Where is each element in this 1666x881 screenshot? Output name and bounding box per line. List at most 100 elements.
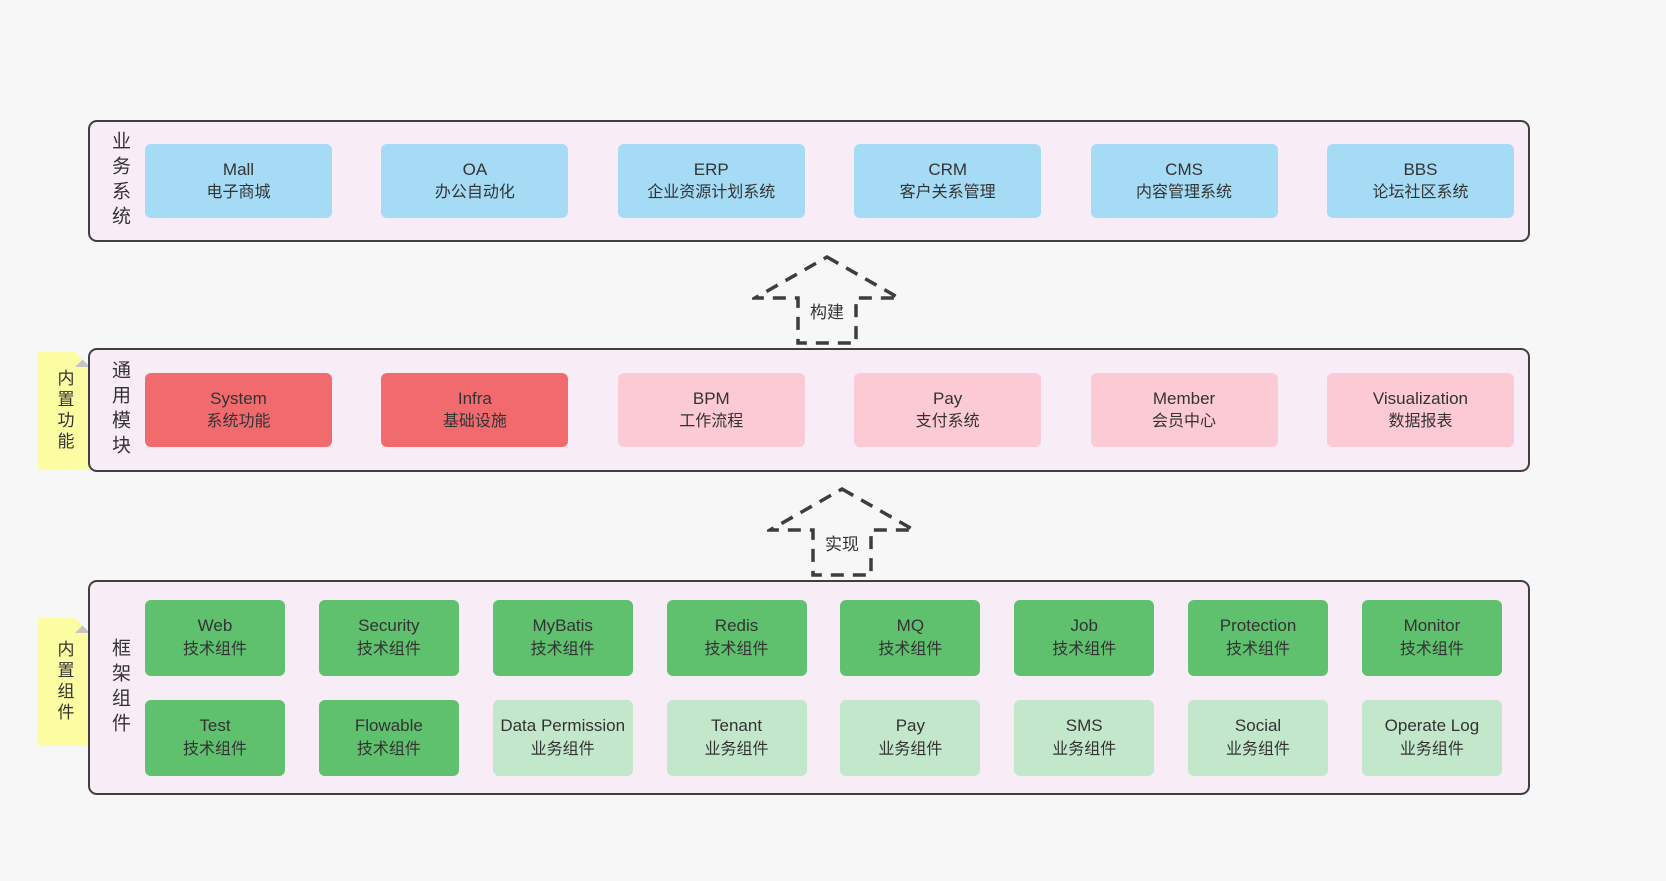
box-oa: OA 办公自动化 xyxy=(381,144,569,218)
sticky-note-built-in-features: 内置功能 xyxy=(38,352,90,470)
box-mq: MQ 技术组件 xyxy=(840,600,981,676)
modules-box-row: System 系统功能 Infra 基础设施 BPM 工作流程 Pay 支付系统… xyxy=(145,373,1514,447)
box-flowable: Flowable 技术组件 xyxy=(318,700,459,776)
box-name: MyBatis xyxy=(532,616,593,636)
section-business-systems: 业务系统 Mall 电子商城 OA 办公自动化 ERP 企业资源计划系统 CRM… xyxy=(88,120,1530,242)
box-name: OA xyxy=(462,159,488,179)
section-framework-components: 框架组件 Web 技术组件 Security 技术组件 MyBatis 技术组件… xyxy=(88,580,1530,795)
box-desc: 业务组件 xyxy=(878,741,943,759)
up-arrow-icon xyxy=(752,254,902,345)
framework-row-1: Web 技术组件 Security 技术组件 MyBatis 技术组件 Redi… xyxy=(145,600,1502,676)
box-pay-module: Pay 支付系统 xyxy=(854,373,1042,447)
section-common-modules: 通用模块 System 系统功能 Infra 基础设施 BPM 工作流程 Pay… xyxy=(88,348,1530,472)
box-name: Operate Log xyxy=(1384,716,1480,736)
box-system: System 系统功能 xyxy=(145,373,332,447)
implement-arrow: 实现 xyxy=(767,486,917,578)
box-desc: 技术组件 xyxy=(182,741,247,759)
box-visualization: Visualization 数据报表 xyxy=(1326,373,1514,447)
box-name: Mall xyxy=(222,159,255,179)
box-pay-component: Pay 业务组件 xyxy=(840,700,981,776)
box-desc: 业务组件 xyxy=(1226,741,1291,759)
box-name: Job xyxy=(1070,616,1098,636)
box-name: Social xyxy=(1234,716,1282,736)
sticky-note-text: 内置组件 xyxy=(54,640,74,724)
box-desc: 技术组件 xyxy=(356,741,421,759)
box-name: Test xyxy=(199,716,231,736)
box-tenant: Tenant 业务组件 xyxy=(666,700,807,776)
box-desc: 技术组件 xyxy=(1052,641,1117,659)
box-name: CMS xyxy=(1165,159,1203,179)
business-box-row: Mall 电子商城 OA 办公自动化 ERP 企业资源计划系统 CRM 客户关系… xyxy=(145,144,1514,218)
box-name: Tenant xyxy=(711,716,763,736)
box-name: Pay xyxy=(933,388,963,408)
box-social: Social 业务组件 xyxy=(1188,700,1329,776)
build-arrow: 构建 xyxy=(752,254,902,346)
box-redis: Redis 技术组件 xyxy=(666,600,807,676)
box-name: Infra xyxy=(457,388,492,408)
box-job: Job 技术组件 xyxy=(1014,600,1155,676)
box-desc: 内容管理系统 xyxy=(1136,183,1233,201)
box-desc: 数据报表 xyxy=(1388,412,1453,430)
box-infra: Infra 基础设施 xyxy=(381,373,569,447)
box-member: Member 会员中心 xyxy=(1090,373,1278,447)
box-name: ERP xyxy=(693,159,729,179)
box-cms: CMS 内容管理系统 xyxy=(1090,144,1278,218)
box-mybatis: MyBatis 技术组件 xyxy=(492,600,633,676)
box-name: BBS xyxy=(1403,159,1438,179)
box-desc: 技术组件 xyxy=(704,641,769,659)
box-desc: 业务组件 xyxy=(1052,741,1117,759)
box-desc: 电子商城 xyxy=(206,183,271,201)
box-test: Test 技术组件 xyxy=(145,700,285,776)
box-desc: 业务组件 xyxy=(1399,741,1464,759)
box-security: Security 技术组件 xyxy=(318,600,459,676)
box-desc: 业务组件 xyxy=(704,741,769,759)
box-sms: SMS 业务组件 xyxy=(1014,700,1155,776)
box-monitor: Monitor 技术组件 xyxy=(1361,600,1502,676)
box-name: Pay xyxy=(895,716,926,736)
up-arrow-icon xyxy=(767,486,917,577)
box-desc: 基础设施 xyxy=(442,412,507,430)
box-name: SMS xyxy=(1065,716,1103,736)
box-desc: 论坛社区系统 xyxy=(1372,183,1469,201)
box-name: Protection xyxy=(1219,616,1297,636)
box-name: CRM xyxy=(928,159,968,179)
box-desc: 客户关系管理 xyxy=(899,183,996,201)
arrow-label: 实现 xyxy=(822,530,862,555)
box-desc: 技术组件 xyxy=(878,641,943,659)
box-desc: 业务组件 xyxy=(530,741,595,759)
box-name: Security xyxy=(358,616,420,636)
box-name: Visualization xyxy=(1372,388,1469,408)
box-desc: 技术组件 xyxy=(356,641,421,659)
sticky-note-text: 内置功能 xyxy=(54,369,74,453)
box-desc: 技术组件 xyxy=(1226,641,1291,659)
box-web: Web 技术组件 xyxy=(145,600,285,676)
box-name: Member xyxy=(1152,388,1216,408)
box-name: Data Permission xyxy=(500,716,626,736)
box-bpm: BPM 工作流程 xyxy=(617,373,805,447)
section-label: 框架组件 xyxy=(109,637,130,738)
box-bbs: BBS 论坛社区系统 xyxy=(1326,144,1514,218)
box-desc: 工作流程 xyxy=(679,412,744,430)
section-label: 业务系统 xyxy=(109,131,130,231)
section-label: 通用模块 xyxy=(109,360,130,460)
box-desc: 会员中心 xyxy=(1152,412,1217,430)
box-name: MQ xyxy=(896,616,925,636)
box-name: Web xyxy=(197,616,233,636)
box-desc: 技术组件 xyxy=(530,641,595,659)
box-desc: 办公自动化 xyxy=(434,183,515,201)
box-desc: 支付系统 xyxy=(915,412,980,430)
box-desc: 企业资源计划系统 xyxy=(647,183,776,201)
box-name: BPM xyxy=(692,388,730,408)
box-crm: CRM 客户关系管理 xyxy=(854,144,1042,218)
box-desc: 技术组件 xyxy=(1399,641,1464,659)
box-erp: ERP 企业资源计划系统 xyxy=(617,144,805,218)
box-name: System xyxy=(210,388,267,408)
box-protection: Protection 技术组件 xyxy=(1188,600,1329,676)
box-name: Flowable xyxy=(354,716,423,736)
box-operate-log: Operate Log 业务组件 xyxy=(1361,700,1502,776)
sticky-note-built-in-components: 内置组件 xyxy=(38,618,90,746)
box-name: Monitor xyxy=(1403,616,1461,636)
box-name: Redis xyxy=(714,616,759,636)
box-mall: Mall 电子商城 xyxy=(145,144,332,218)
